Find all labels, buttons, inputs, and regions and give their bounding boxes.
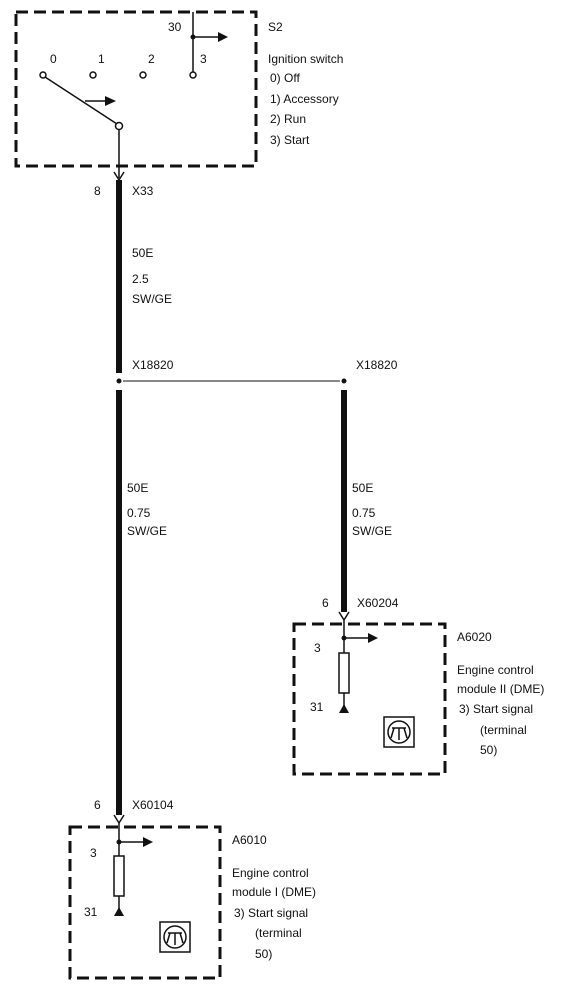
a6020-term31: 31 — [310, 700, 324, 714]
splice-left-node — [116, 378, 122, 384]
connector-x33: 8 X33 — [94, 171, 154, 198]
a6020-desc-1: Engine control — [457, 663, 534, 677]
switch-contact-0 — [39, 71, 47, 79]
wiper-arrow-icon — [105, 96, 116, 106]
wire-left-color: SW/GE — [127, 524, 167, 538]
position-1-label: 1 — [98, 52, 105, 66]
switch-legend-1: 1) Accessory — [270, 92, 339, 106]
a6010-transistor-icon — [159, 921, 191, 953]
position-2-label: 2 — [148, 52, 155, 66]
a6020-connector: X60204 — [357, 596, 399, 610]
wire-left-signal: 50E — [127, 481, 148, 495]
wire-right-signal: 50E — [352, 481, 373, 495]
switch-legend-3: 3) Start — [270, 133, 310, 147]
splice-right-node — [341, 378, 347, 384]
a6020-ref: A6020 — [457, 630, 492, 644]
wire-right-gauge: 0.75 — [352, 506, 376, 520]
a6010-connector: X60104 — [132, 798, 174, 812]
a6020-desc-3: 3) Start signal — [459, 702, 533, 716]
a6020-desc-4: (terminal — [480, 723, 527, 737]
a6010-desc-3: 3) Start signal — [234, 906, 308, 920]
a6010-connector-icon — [113, 814, 125, 825]
a6010-pin: 6 — [94, 798, 101, 812]
ignition-switch-box — [14, 10, 258, 168]
switch-pivot — [114, 121, 124, 131]
module-a6010: 6 X60104 3 31 A6010 Engine control modul… — [68, 798, 316, 980]
wire-top-color: SW/GE — [132, 292, 172, 306]
a6020-ground-icon — [339, 704, 349, 713]
switch-legend-0: 0) Off — [270, 71, 300, 85]
terminal-30-label: 30 — [168, 20, 182, 34]
a6010-resistor-icon — [113, 855, 125, 897]
a6020-resistor-icon — [338, 652, 350, 694]
x33-pin: 8 — [94, 184, 101, 198]
a6010-desc-1: Engine control — [232, 866, 309, 880]
a6020-connector-icon — [338, 611, 350, 622]
a6020-pin: 6 — [322, 596, 329, 610]
a6010-desc-2: module I (DME) — [232, 885, 316, 899]
a6010-arrow-icon — [143, 837, 153, 847]
a6010-box — [68, 825, 222, 980]
switch-legend-2: 2) Run — [270, 112, 306, 126]
a6020-desc-2: module II (DME) — [457, 682, 544, 696]
position-0-label: 0 — [50, 52, 57, 66]
wire-top-signal: 50E — [132, 246, 153, 260]
wire-right-color: SW/GE — [352, 524, 392, 538]
x33-label: X33 — [132, 184, 154, 198]
switch-contact-1 — [89, 71, 97, 79]
module-a6020: 6 X60204 3 31 A6020 Engine control modul… — [292, 596, 544, 776]
a6010-desc-4: (terminal — [255, 926, 302, 940]
a6010-term3: 3 — [90, 846, 97, 860]
a6020-desc-5: 50) — [480, 743, 497, 757]
switch-contact-3 — [189, 71, 197, 79]
splice-left-label: X18820 — [132, 358, 174, 372]
a6020-term3: 3 — [314, 641, 321, 655]
wire-left-gauge: 0.75 — [127, 506, 151, 520]
a6010-ref: A6010 — [232, 833, 267, 847]
a6010-term31: 31 — [84, 905, 98, 919]
a6020-transistor-icon — [383, 716, 415, 748]
ignition-switch: 30 0 1 2 3 S2 Ignition switch 0) Off 1) … — [14, 10, 343, 178]
splice-x18820: X18820 X18820 — [116, 358, 398, 384]
a6020-arrow-icon — [368, 633, 378, 643]
a6010-desc-5: 50) — [255, 947, 272, 961]
a6020-box — [292, 622, 447, 776]
position-3-label: 3 — [200, 52, 207, 66]
switch-ref: S2 — [268, 20, 283, 34]
output-arrow-icon — [218, 32, 228, 42]
splice-right-label: X18820 — [356, 358, 398, 372]
switch-contact-2 — [139, 71, 147, 79]
wire-top-gauge: 2.5 — [132, 272, 149, 286]
switch-wiper — [44, 76, 118, 125]
switch-title: Ignition switch — [268, 52, 343, 66]
a6010-ground-icon — [114, 907, 124, 916]
